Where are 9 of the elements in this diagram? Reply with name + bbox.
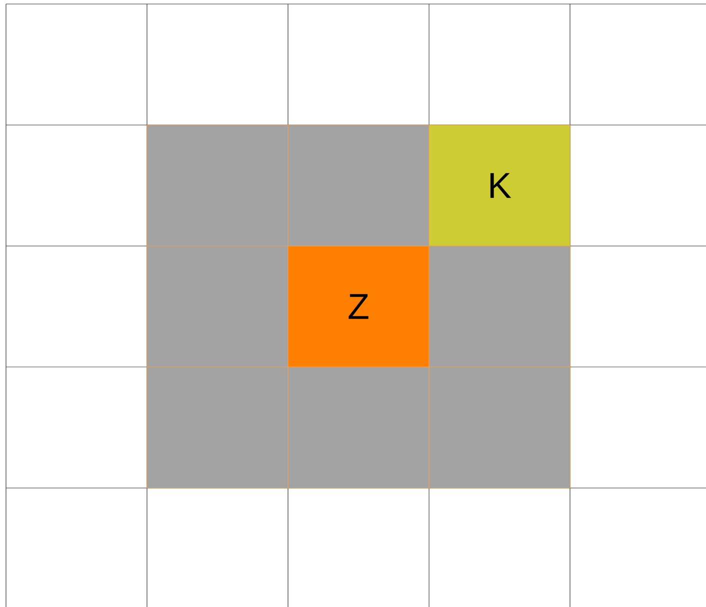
letter-cell: K	[428, 124, 570, 246]
letter-cell: Z	[288, 246, 430, 368]
grid-cell	[146, 366, 288, 488]
grid-cell	[288, 366, 430, 488]
grid-cell	[146, 246, 288, 368]
grid-cell	[288, 124, 430, 246]
grid-cell	[146, 124, 288, 246]
grid-cell	[428, 366, 570, 488]
grid-cell	[428, 246, 570, 368]
